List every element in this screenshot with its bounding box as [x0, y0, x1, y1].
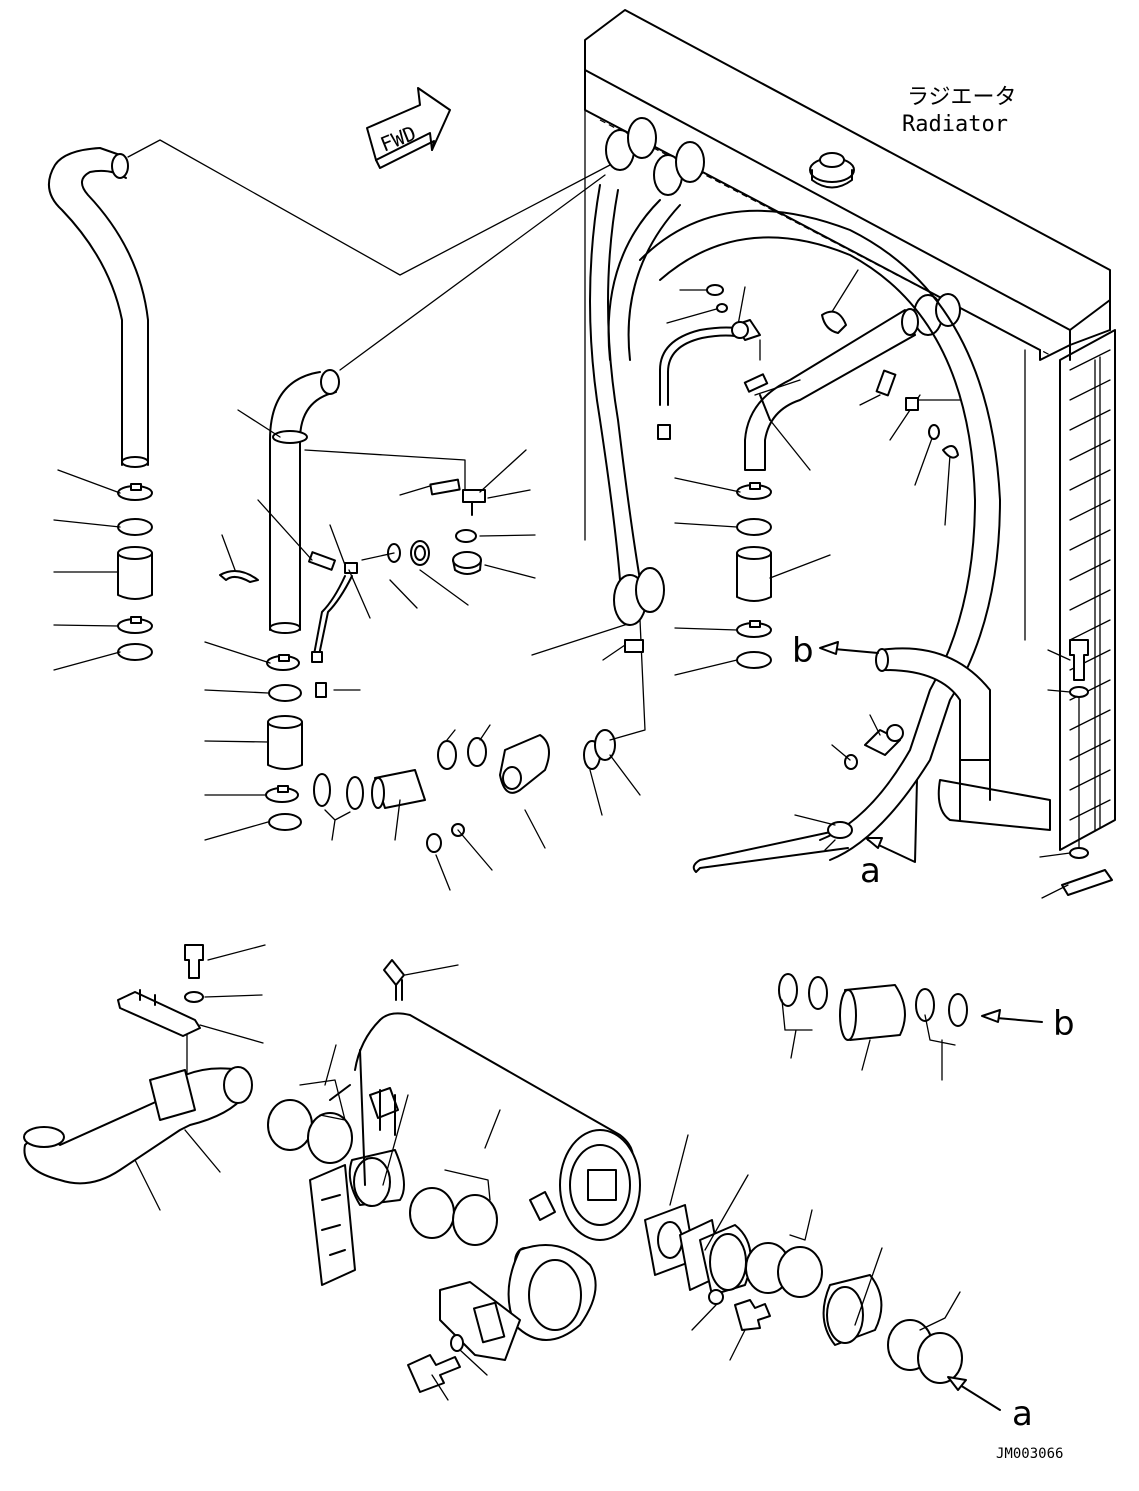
ref-a-bottom: a [1012, 1394, 1033, 1434]
ref-b-top: b [792, 631, 814, 671]
lower-clamps-left [267, 1044, 501, 1246]
drawing-number: JM003066 [996, 1446, 1063, 1462]
leaders-right [602, 269, 961, 676]
leader-frame-top [127, 139, 611, 371]
leaders-middle-column [204, 641, 271, 841]
fwd-direction-arrow: FWD [366, 87, 451, 169]
lower-main-body [309, 1012, 641, 1361]
clamp-stack-right [613, 482, 772, 669]
b-inset-parts [778, 973, 968, 1081]
mid-fittings [219, 478, 486, 663]
lower-angle-fitting [383, 959, 459, 1001]
ref-b-bottom: b [1053, 1004, 1075, 1044]
a-arrow-top [867, 779, 918, 863]
leaders-mid [221, 409, 536, 691]
right-bolts [1039, 639, 1113, 899]
clamp-stack-left [117, 483, 153, 661]
radiator-label-en: Radiator [902, 112, 1008, 137]
leaders-left [53, 469, 121, 671]
lower-elbow-pipe [23, 1066, 253, 1211]
radiator-assembly [584, 9, 1116, 873]
lower-left-bolt [184, 944, 266, 1003]
middle-vertical-hose [269, 369, 466, 634]
lower-middle-bolt [407, 1334, 488, 1401]
clamp-sleeve-row [313, 729, 616, 853]
a-area-fittings [794, 714, 904, 851]
b-arrowhead-top [819, 641, 839, 655]
b-arrowhead-bottom [981, 1009, 1001, 1023]
a-arrowhead-top [865, 837, 883, 849]
lower-left-bracket [117, 989, 264, 1101]
radiator-label-jp: ラジエータ [907, 85, 1017, 110]
a-arrowhead-bottom [947, 1376, 967, 1391]
ref-a-top: a [860, 851, 881, 891]
top-right-small-parts [706, 284, 959, 459]
lower-outlet-group [644, 1134, 771, 1361]
lower-right-clamps [745, 1209, 963, 1384]
leaders-row [324, 619, 646, 891]
left-bent-hose [47, 147, 149, 468]
